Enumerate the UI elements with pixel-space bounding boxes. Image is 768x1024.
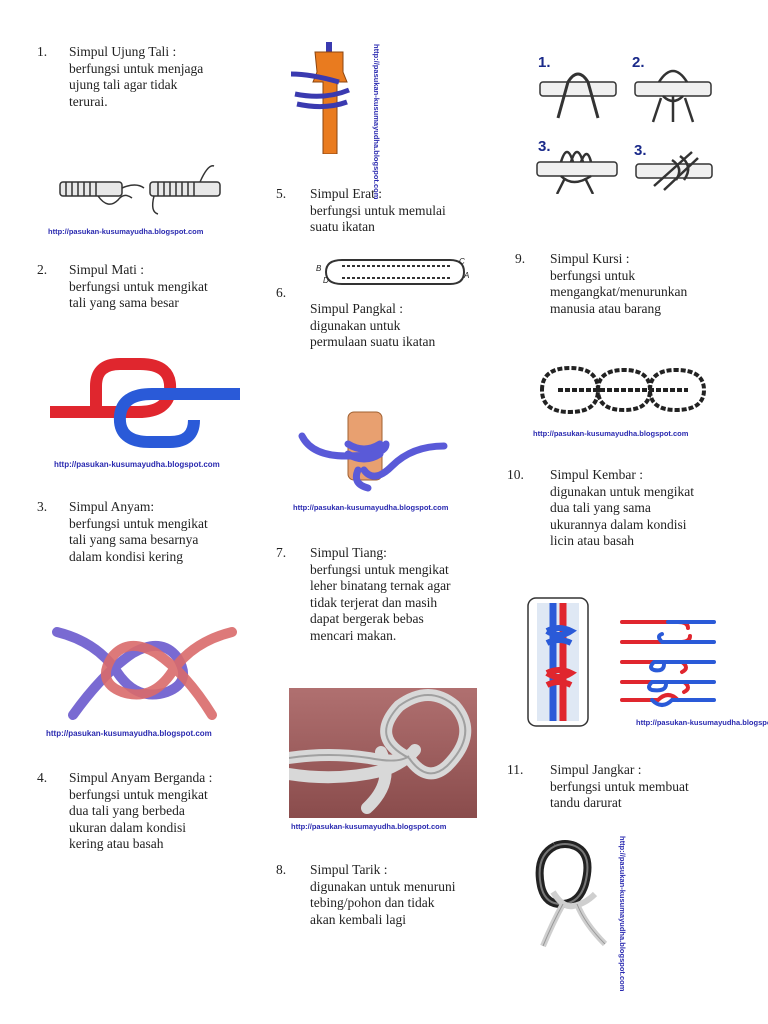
item-title: Simpul Ujung Tali : xyxy=(69,44,177,59)
reef-knot-illustration xyxy=(50,358,240,448)
step-label-2: 2. xyxy=(632,54,645,71)
item-desc: leher binatang ternak agar xyxy=(310,578,451,593)
item-desc: dalam kondisi kering xyxy=(69,548,183,564)
item-number: 1. xyxy=(37,44,48,59)
carrick-bend-illustration xyxy=(52,627,237,720)
item-title: Simpul Pangkal : xyxy=(310,301,404,316)
item-desc: mencari makan. xyxy=(310,627,397,643)
item-title: Simpul Anyam: xyxy=(69,499,155,514)
item-number: 2. xyxy=(37,262,48,277)
watermark-url: http://pasukan-kusumayudha.blogspot.com xyxy=(48,227,204,236)
step-label-3b: 3. xyxy=(634,142,647,159)
item-desc: berfungsi untuk menjaga xyxy=(69,60,204,76)
item-desc: akan kembali lagi xyxy=(310,911,406,927)
item-title: Simpul Jangkar : xyxy=(550,762,642,777)
item-desc: ukuran dalam kondisi xyxy=(69,819,186,835)
item-desc: terurai. xyxy=(69,93,108,109)
item-number: 11. xyxy=(507,762,524,777)
item-desc: berfungsi untuk mengikat xyxy=(69,786,208,802)
item-desc: manusia atau barang xyxy=(550,300,661,316)
item-desc: berfungsi untuk mengikat xyxy=(69,515,208,531)
item-desc: berfungsi untuk xyxy=(550,267,636,283)
watermark-url: http://pasukan-kusumayudha.blogspot.com xyxy=(46,729,212,738)
item-desc: licin atau basah xyxy=(550,533,634,548)
item-number: 10. xyxy=(507,467,524,482)
item-desc: ukurannya dalam kondisi xyxy=(550,516,687,532)
item-title: Simpul Erat : xyxy=(310,186,382,201)
watermark-url: http://pasukan-kusumayudha.blogspot.com xyxy=(533,429,689,438)
step-3a-illustration xyxy=(536,150,618,194)
item-title: Simpul Kembar : xyxy=(550,467,643,482)
item-desc: berfungsi untuk memulai xyxy=(310,202,446,218)
label-a: A xyxy=(464,271,470,280)
item-desc: ujung tali agar tidak xyxy=(69,77,178,92)
item-desc: tandu darurat xyxy=(550,795,622,810)
watermark-url: http://pasukan-kusumayudha.blogspot.com xyxy=(636,718,768,727)
item-desc: digunakan untuk mengikat xyxy=(550,483,694,499)
item-desc: tebing/pohon dan tidak xyxy=(310,895,435,910)
item-desc: kering atau basah xyxy=(69,836,164,851)
post-hitch-illustration xyxy=(298,411,448,492)
item-desc: dapat bergerak bebas xyxy=(310,611,424,626)
item-desc: dua tali yang sama xyxy=(550,500,651,515)
double-knot-steps-illustration xyxy=(620,620,716,707)
sheepshank-illustration xyxy=(325,259,466,285)
item-title: Simpul Mati : xyxy=(69,262,145,277)
label-b: B xyxy=(316,264,322,273)
item-title: Simpul Tarik : xyxy=(310,862,388,877)
watermark-url-vertical: http://pasukan-kusumayudha.blogspot.com xyxy=(618,836,627,992)
label-c: C xyxy=(459,257,465,266)
item-desc: permulaan suatu ikatan xyxy=(310,334,436,349)
item-6-body: Simpul Pangkal : digunakan untuk permula… xyxy=(310,301,435,351)
step-3b-illustration xyxy=(635,151,713,191)
whipping-knot-illustration xyxy=(59,165,221,215)
step-label-1: 1. xyxy=(538,54,551,71)
item-desc: berfungsi untuk membuat xyxy=(550,778,689,794)
watermark-url: http://pasukan-kusumayudha.blogspot.com xyxy=(54,460,220,469)
item-desc: berfungsi untuk mengikat xyxy=(69,278,208,294)
item-number: 8. xyxy=(276,862,287,877)
label-d: D xyxy=(323,276,329,285)
watermark-url-vertical: http://pasukan-kusumayudha.blogspot.com xyxy=(372,44,381,200)
item-desc: tali yang sama besar xyxy=(69,295,179,310)
item-desc: suatu ikatan xyxy=(310,219,375,234)
clove-hitch-orange-illustration xyxy=(285,42,370,154)
item-desc: mengangkat/menurunkan xyxy=(550,284,688,299)
step-label-3a: 3. xyxy=(538,138,551,155)
item-number: 5. xyxy=(276,186,287,201)
item-number: 6. xyxy=(276,285,287,300)
item-desc: tidak terjerat dan masih xyxy=(310,594,438,610)
step-1-illustration xyxy=(539,72,617,119)
item-desc: dua tali yang berbeda xyxy=(69,803,185,818)
carabiner-knot-illustration xyxy=(535,840,608,948)
chair-knot-illustration xyxy=(540,365,707,415)
watermark-url: http://pasukan-kusumayudha.blogspot.com xyxy=(291,822,447,831)
item-desc: digunakan untuk xyxy=(310,317,401,333)
item-title: Simpul Tiang: xyxy=(310,545,387,560)
item-title: Simpul Kursi : xyxy=(550,251,630,266)
item-desc: digunakan untuk menuruni xyxy=(310,878,456,894)
item-desc: berfungsi untuk mengikat xyxy=(310,561,449,577)
step-2-illustration xyxy=(634,69,712,123)
item-desc: tali yang sama besarnya xyxy=(69,532,199,547)
item-number: 9. xyxy=(515,251,526,266)
item-title: Simpul Anyam Berganda : xyxy=(69,770,213,785)
item-number: 7. xyxy=(276,545,287,560)
item-number: 3. xyxy=(37,499,48,514)
double-knot-photo-illustration xyxy=(527,597,589,727)
bowline-photo-illustration xyxy=(289,688,477,818)
item-number: 4. xyxy=(37,770,48,785)
watermark-url: http://pasukan-kusumayudha.blogspot.com xyxy=(293,503,449,512)
